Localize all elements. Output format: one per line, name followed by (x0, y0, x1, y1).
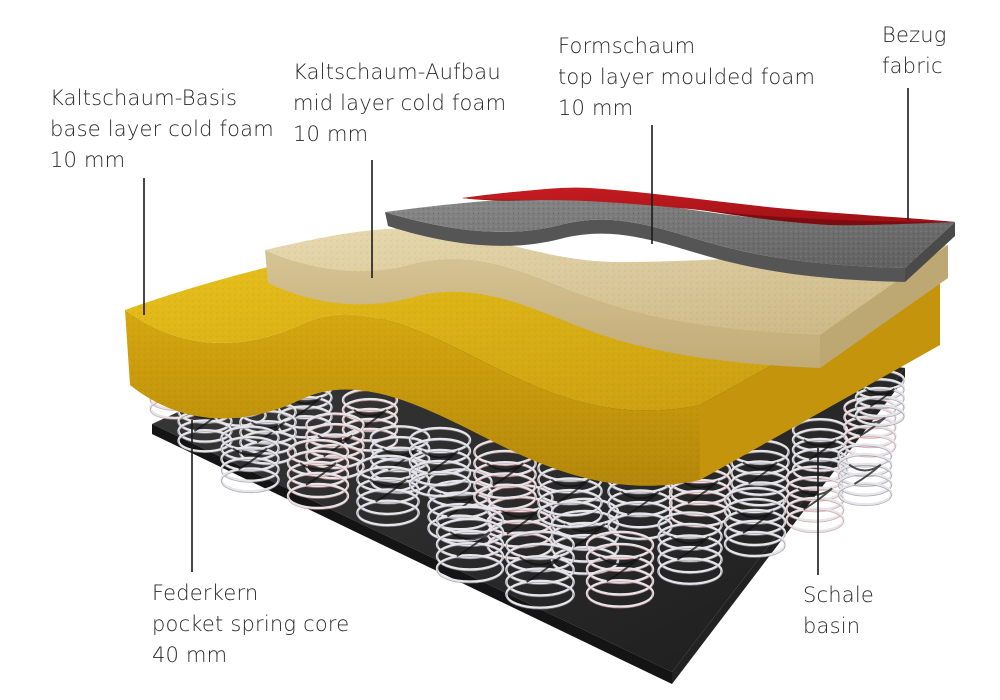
label-base-foam-name: Kaltschaum-Basis (50, 86, 238, 110)
label-spring-core: Federkern pocket spring core 40 mm (152, 578, 349, 671)
label-fabric: Bezug fabric (882, 20, 947, 82)
label-basin-name: Schale (803, 583, 875, 607)
label-spring-core-size: 40 mm (152, 643, 228, 667)
label-spring-core-desc: pocket spring core (152, 612, 350, 636)
label-top-foam: Formschaum top layer moulded foam 10 mm (558, 31, 815, 124)
label-base-foam: Kaltschaum-Basis base layer cold foam 10… (50, 83, 274, 176)
spring-coil (408, 426, 472, 498)
spring-coil (286, 438, 350, 510)
label-top-foam-name: Formschaum (558, 34, 696, 58)
label-mid-foam: Kaltschaum-Aufbau mid layer cold foam 10… (293, 57, 506, 150)
spring-coil (657, 511, 723, 586)
label-basin: Schale basin (803, 580, 874, 642)
label-top-foam-desc: top layer moulded foam (558, 65, 816, 89)
spring-coil (341, 388, 399, 453)
spring-coil (505, 530, 575, 610)
spring-coil (585, 530, 655, 609)
label-base-foam-desc: base layer cold foam (50, 117, 274, 141)
label-basin-desc: basin (803, 614, 861, 638)
label-mid-foam-desc: mid layer cold foam (293, 91, 507, 115)
spring-coil (723, 486, 787, 558)
spring-coil (220, 425, 280, 494)
label-fabric-desc: fabric (882, 54, 943, 78)
label-base-foam-size: 10 mm (50, 148, 126, 172)
spring-coil (837, 443, 893, 507)
top-foam-layer (385, 198, 955, 282)
leader-lines (143, 88, 909, 575)
label-mid-foam-size: 10 mm (293, 122, 369, 146)
label-spring-core-name: Federkern (152, 581, 259, 605)
mid-foam-layer (265, 228, 948, 368)
label-top-foam-size: 10 mm (558, 96, 634, 120)
fabric-layer (462, 187, 955, 226)
label-fabric-name: Bezug (882, 23, 947, 47)
spring-coil (435, 505, 505, 584)
label-mid-foam-name: Kaltschaum-Aufbau (293, 60, 501, 84)
